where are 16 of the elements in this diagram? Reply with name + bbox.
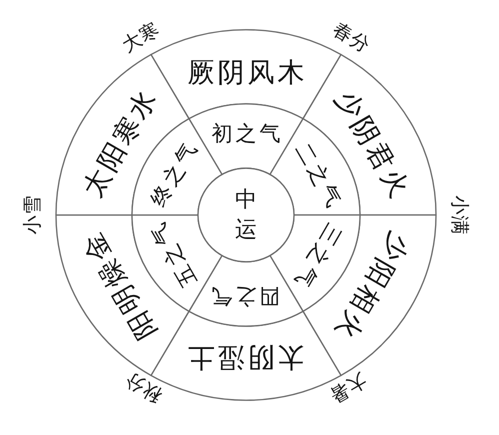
segment-label: 终之气 (146, 136, 202, 212)
segment-label: 太阴湿土 (184, 344, 306, 371)
center-label: 中运 (235, 186, 257, 244)
outer-label: 春分 (328, 19, 374, 56)
segment-label: 二之气 (290, 137, 346, 212)
segment-label: 厥阴风木 (186, 59, 308, 86)
segment-label: 初之气 (210, 124, 284, 145)
outer-label: 小雪 (24, 194, 42, 236)
outer-label: 大暑 (326, 368, 370, 406)
center-circle (198, 168, 294, 262)
outer-label: 秋分 (122, 368, 166, 406)
outer-label: 大寒 (118, 19, 164, 56)
segment-label: 四之气 (208, 285, 282, 306)
segment-label: 五之气 (146, 218, 202, 294)
outer-label: 小满 (450, 194, 468, 236)
segment-label: 三之气 (290, 218, 346, 294)
